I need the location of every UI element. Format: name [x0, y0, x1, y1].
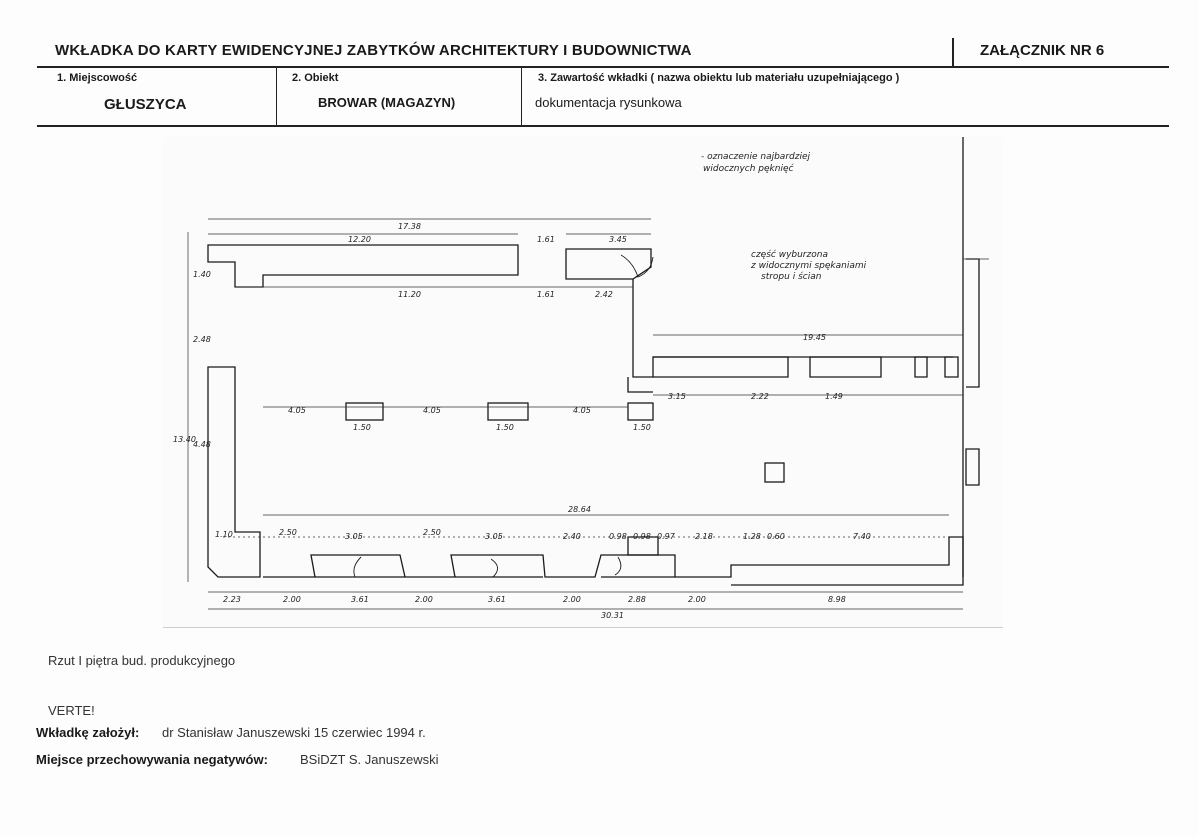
svg-text:0.97: 0.97	[657, 532, 676, 541]
svg-text:0.98: 0.98	[633, 532, 651, 541]
svg-text:4.05: 4.05	[573, 406, 591, 415]
svg-text:2.22: 2.22	[751, 392, 769, 401]
svg-text:2.00: 2.00	[415, 595, 433, 604]
svg-text:1.49: 1.49	[825, 392, 843, 401]
drawing-caption: Rzut I piętra bud. produkcyjnego	[48, 653, 236, 668]
svg-text:2.42: 2.42	[595, 290, 613, 299]
svg-text:2.50: 2.50	[279, 528, 297, 537]
author-label: Wkładkę założył:	[36, 725, 140, 740]
svg-text:1.40: 1.40	[193, 270, 211, 279]
svg-text:2.00: 2.00	[563, 595, 581, 604]
svg-text:1.61: 1.61	[537, 235, 555, 244]
svg-text:2.48: 2.48	[193, 335, 211, 344]
svg-text:3.05: 3.05	[485, 532, 503, 541]
field-divider-1	[276, 68, 277, 126]
svg-text:4.48: 4.48	[193, 440, 211, 449]
ruined-note-line1: część wyburzona	[751, 249, 828, 260]
author-value: dr Stanisław Januszewski 15 czerwiec 199…	[162, 725, 426, 740]
svg-text:1.50: 1.50	[633, 423, 651, 432]
svg-text:4.05: 4.05	[423, 406, 441, 415]
svg-text:11.20: 11.20	[398, 290, 421, 299]
field-divider-2	[521, 68, 522, 126]
negatives-value: BSiDZT S. Januszewski	[300, 752, 439, 767]
svg-text:1.10: 1.10	[215, 530, 233, 539]
svg-text:2.50: 2.50	[423, 528, 441, 537]
svg-text:2.23: 2.23	[223, 595, 241, 604]
object-value: BROWAR (MAGAZYN)	[318, 95, 456, 110]
svg-text:3.05: 3.05	[345, 532, 363, 541]
svg-text:3.61: 3.61	[351, 595, 369, 604]
ruined-note-line3: stropu i ścian	[761, 271, 822, 282]
svg-text:1.28: 1.28	[743, 532, 761, 541]
svg-text:2.88: 2.88	[628, 595, 646, 604]
svg-text:1.50: 1.50	[496, 423, 514, 432]
svg-text:17.38: 17.38	[398, 222, 421, 231]
object-label: 2. Obiekt	[292, 72, 339, 84]
svg-text:2.00: 2.00	[283, 595, 301, 604]
verte-note: VERTE!	[48, 703, 95, 718]
svg-text:2.00: 2.00	[688, 595, 706, 604]
svg-text:7.40: 7.40	[853, 532, 871, 541]
svg-text:12.20: 12.20	[348, 235, 371, 244]
svg-text:8.98: 8.98	[828, 595, 846, 604]
header-rule-bottom	[37, 125, 1169, 127]
negatives-label: Miejsce przechowywania negatywów:	[36, 752, 268, 767]
floor-plan-drawing: - oznaczenie najbardziej widocznych pękn…	[163, 137, 1003, 628]
svg-text:3.15: 3.15	[668, 392, 686, 401]
svg-text:4.05: 4.05	[288, 406, 306, 415]
svg-text:19.45: 19.45	[803, 333, 826, 342]
crack-note-line2: widocznych pęknięć	[703, 163, 795, 174]
content-label: 3. Zawartość wkładki ( nazwa obiektu lub…	[538, 72, 900, 84]
ruined-note-line2: z widocznymi spękaniami	[750, 261, 867, 271]
svg-text:13.40: 13.40	[173, 435, 196, 444]
svg-text:30.31: 30.31	[601, 611, 624, 620]
svg-text:2.18: 2.18	[695, 532, 713, 541]
header-vertical-rule	[952, 38, 954, 66]
svg-text:1.61: 1.61	[537, 290, 555, 299]
svg-text:3.61: 3.61	[488, 595, 506, 604]
svg-text:3.45: 3.45	[609, 235, 627, 244]
svg-text:1.50: 1.50	[353, 423, 371, 432]
card-title: WKŁADKA DO KARTY EWIDENCYJNEJ ZABYTKÓW A…	[55, 42, 692, 59]
svg-text:0.60: 0.60	[767, 532, 785, 541]
locality-label: 1. Miejscowość	[57, 72, 138, 84]
locality-value: GŁUSZYCA	[104, 96, 187, 113]
crack-note-line1: - oznaczenie najbardziej	[701, 152, 810, 162]
annex-number: ZAŁĄCZNIK NR 6	[980, 42, 1105, 59]
svg-text:28.64: 28.64	[568, 505, 591, 514]
header-rule-top	[37, 66, 1169, 68]
svg-text:2.40: 2.40	[563, 532, 581, 541]
content-value: dokumentacja rysunkowa	[535, 95, 682, 110]
svg-text:0.98: 0.98	[609, 532, 627, 541]
